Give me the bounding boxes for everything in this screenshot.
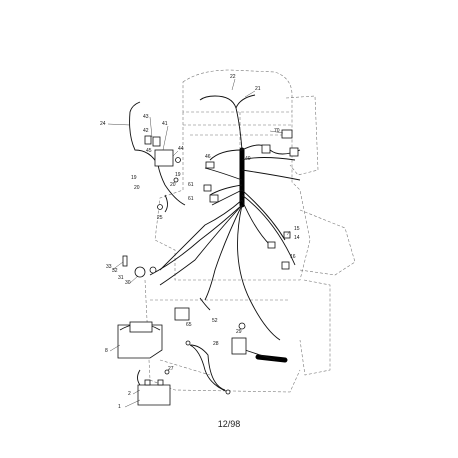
harness-wires <box>129 94 301 391</box>
callout-2: 2 <box>128 391 131 397</box>
callout-19b: 19 <box>175 172 181 178</box>
callout-14: 14 <box>294 235 300 241</box>
callout-70: 70 <box>274 128 280 134</box>
callout-24: 24 <box>100 121 106 127</box>
callout-40: 40 <box>245 156 251 162</box>
callout-20a: 20 <box>134 185 140 191</box>
callout-31: 31 <box>118 275 124 281</box>
callout-42: 42 <box>143 128 149 134</box>
callout-43: 43 <box>143 114 149 120</box>
callout-19a: 19 <box>131 175 137 181</box>
callout-61a: 61 <box>188 182 194 188</box>
callout-29: 29 <box>236 329 242 335</box>
callout-8: 8 <box>105 348 108 354</box>
callout-65: 65 <box>186 322 192 328</box>
callout-45: 45 <box>146 148 152 154</box>
callout-labels: 22 21 24 43 41 42 44 45 19 20 19 20 25 4… <box>100 74 300 410</box>
callout-41: 41 <box>162 121 168 127</box>
callout-32: 32 <box>112 268 118 274</box>
callout-20b: 20 <box>170 182 176 188</box>
frame-outline <box>144 69 356 393</box>
callout-22: 22 <box>230 74 236 80</box>
callout-33: 33 <box>106 264 112 270</box>
callout-61b: 61 <box>188 196 194 202</box>
callout-25: 25 <box>157 215 163 221</box>
callout-30: 30 <box>125 280 131 286</box>
main-harness <box>239 147 288 363</box>
callout-21: 21 <box>255 86 261 92</box>
callout-46: 46 <box>205 154 211 160</box>
callout-27: 27 <box>168 366 174 372</box>
callout-44: 44 <box>178 146 184 152</box>
callout-16: 16 <box>290 254 296 260</box>
leader-lines <box>107 78 291 408</box>
callout-1: 1 <box>118 404 121 410</box>
page-date-footer: 12/98 <box>217 419 241 429</box>
callout-28: 28 <box>213 341 219 347</box>
parts <box>117 129 299 406</box>
callout-15: 15 <box>294 226 300 232</box>
callout-52: 52 <box>212 318 218 324</box>
